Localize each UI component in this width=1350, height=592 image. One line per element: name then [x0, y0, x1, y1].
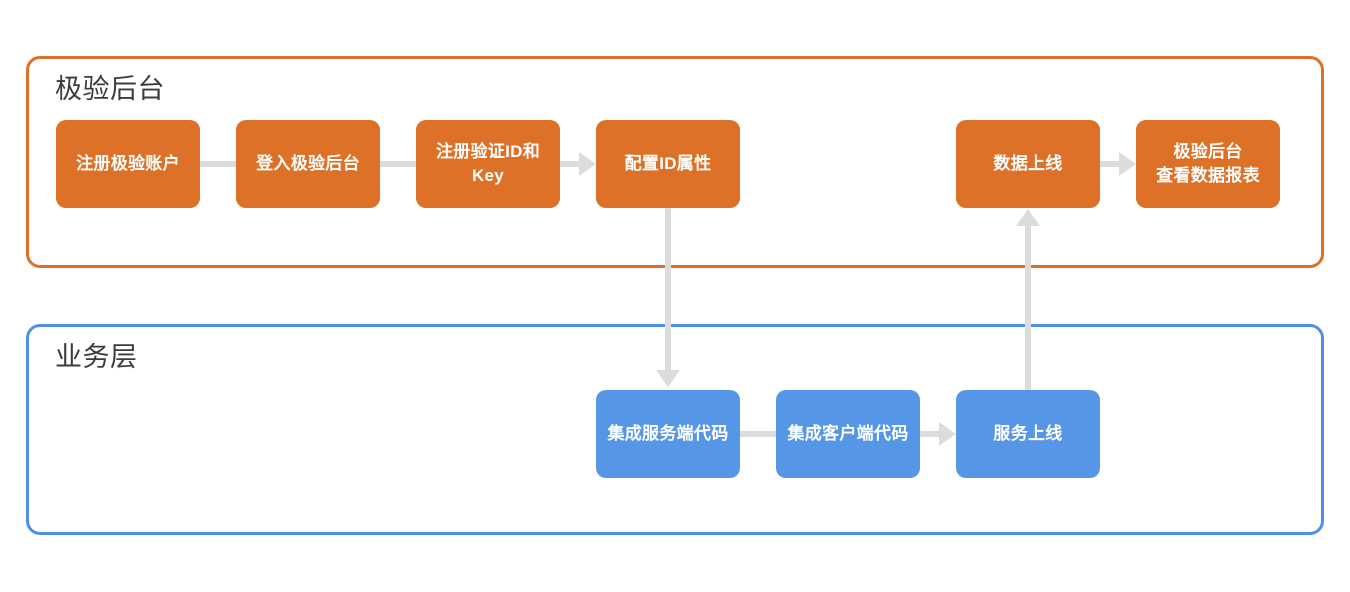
connector-service-online-to-data-online	[1025, 225, 1031, 390]
layer-business: 业务层	[26, 324, 1324, 535]
arrowhead-right-icon-register-id-key-to-configure-id	[579, 152, 596, 176]
connector-data-online-to-view-report	[1100, 161, 1120, 167]
node-login-console[interactable]: 登入极验后台	[236, 120, 380, 208]
arrowhead-down-icon-configure-id-to-integrate-server	[656, 370, 680, 387]
node-integrate-client[interactable]: 集成客户端代码	[776, 390, 920, 478]
connector-integrate-client-to-service-online	[920, 431, 940, 437]
layer-backend: 极验后台	[26, 56, 1324, 268]
layer-business-title: 业务层	[55, 342, 138, 372]
node-data-online[interactable]: 数据上线	[956, 120, 1100, 208]
connector-integrate-server-to-integrate-client	[740, 431, 776, 437]
node-service-online[interactable]: 服务上线	[956, 390, 1100, 478]
node-view-report[interactable]: 极验后台 查看数据报表	[1136, 120, 1280, 208]
connector-register-account-to-login-console	[200, 161, 236, 167]
layer-backend-title: 极验后台	[55, 74, 165, 104]
node-integrate-server[interactable]: 集成服务端代码	[596, 390, 740, 478]
connector-configure-id-to-integrate-server	[665, 208, 671, 371]
node-register-account[interactable]: 注册极验账户	[56, 120, 200, 208]
connector-login-console-to-register-id-key	[380, 161, 416, 167]
arrowhead-up-icon-service-online-to-data-online	[1016, 209, 1040, 226]
arrowhead-right-icon-integrate-client-to-service-online	[939, 422, 956, 446]
arrowhead-right-icon-data-online-to-view-report	[1119, 152, 1136, 176]
connector-register-id-key-to-configure-id	[560, 161, 580, 167]
node-configure-id[interactable]: 配置ID属性	[596, 120, 740, 208]
node-register-id-key[interactable]: 注册验证ID和Key	[416, 120, 560, 208]
